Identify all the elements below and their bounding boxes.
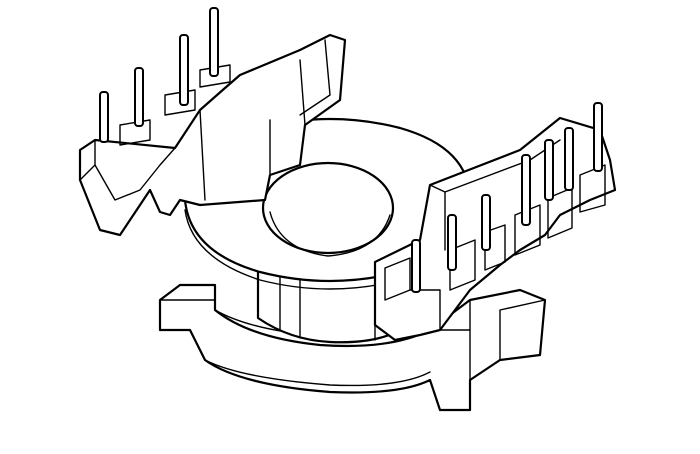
pin-left-4: [209, 7, 219, 77]
center-hole: [261, 161, 395, 255]
left-terminal-block: [78, 33, 347, 237]
pin-left-2: [134, 67, 144, 127]
pin-right-5: [544, 139, 554, 201]
pin-right-7: [593, 102, 603, 172]
pin-right-2: [447, 214, 457, 271]
left-pins: [99, 7, 219, 143]
right-terminal-block: [373, 116, 617, 342]
pin-left-3: [179, 34, 189, 106]
pin-right-4: [521, 154, 531, 226]
right-pins: [411, 102, 603, 293]
pin-right-1: [411, 239, 421, 293]
pin-left-1: [99, 91, 109, 143]
pin-right-6: [564, 127, 574, 191]
pin-right-3: [481, 194, 491, 251]
